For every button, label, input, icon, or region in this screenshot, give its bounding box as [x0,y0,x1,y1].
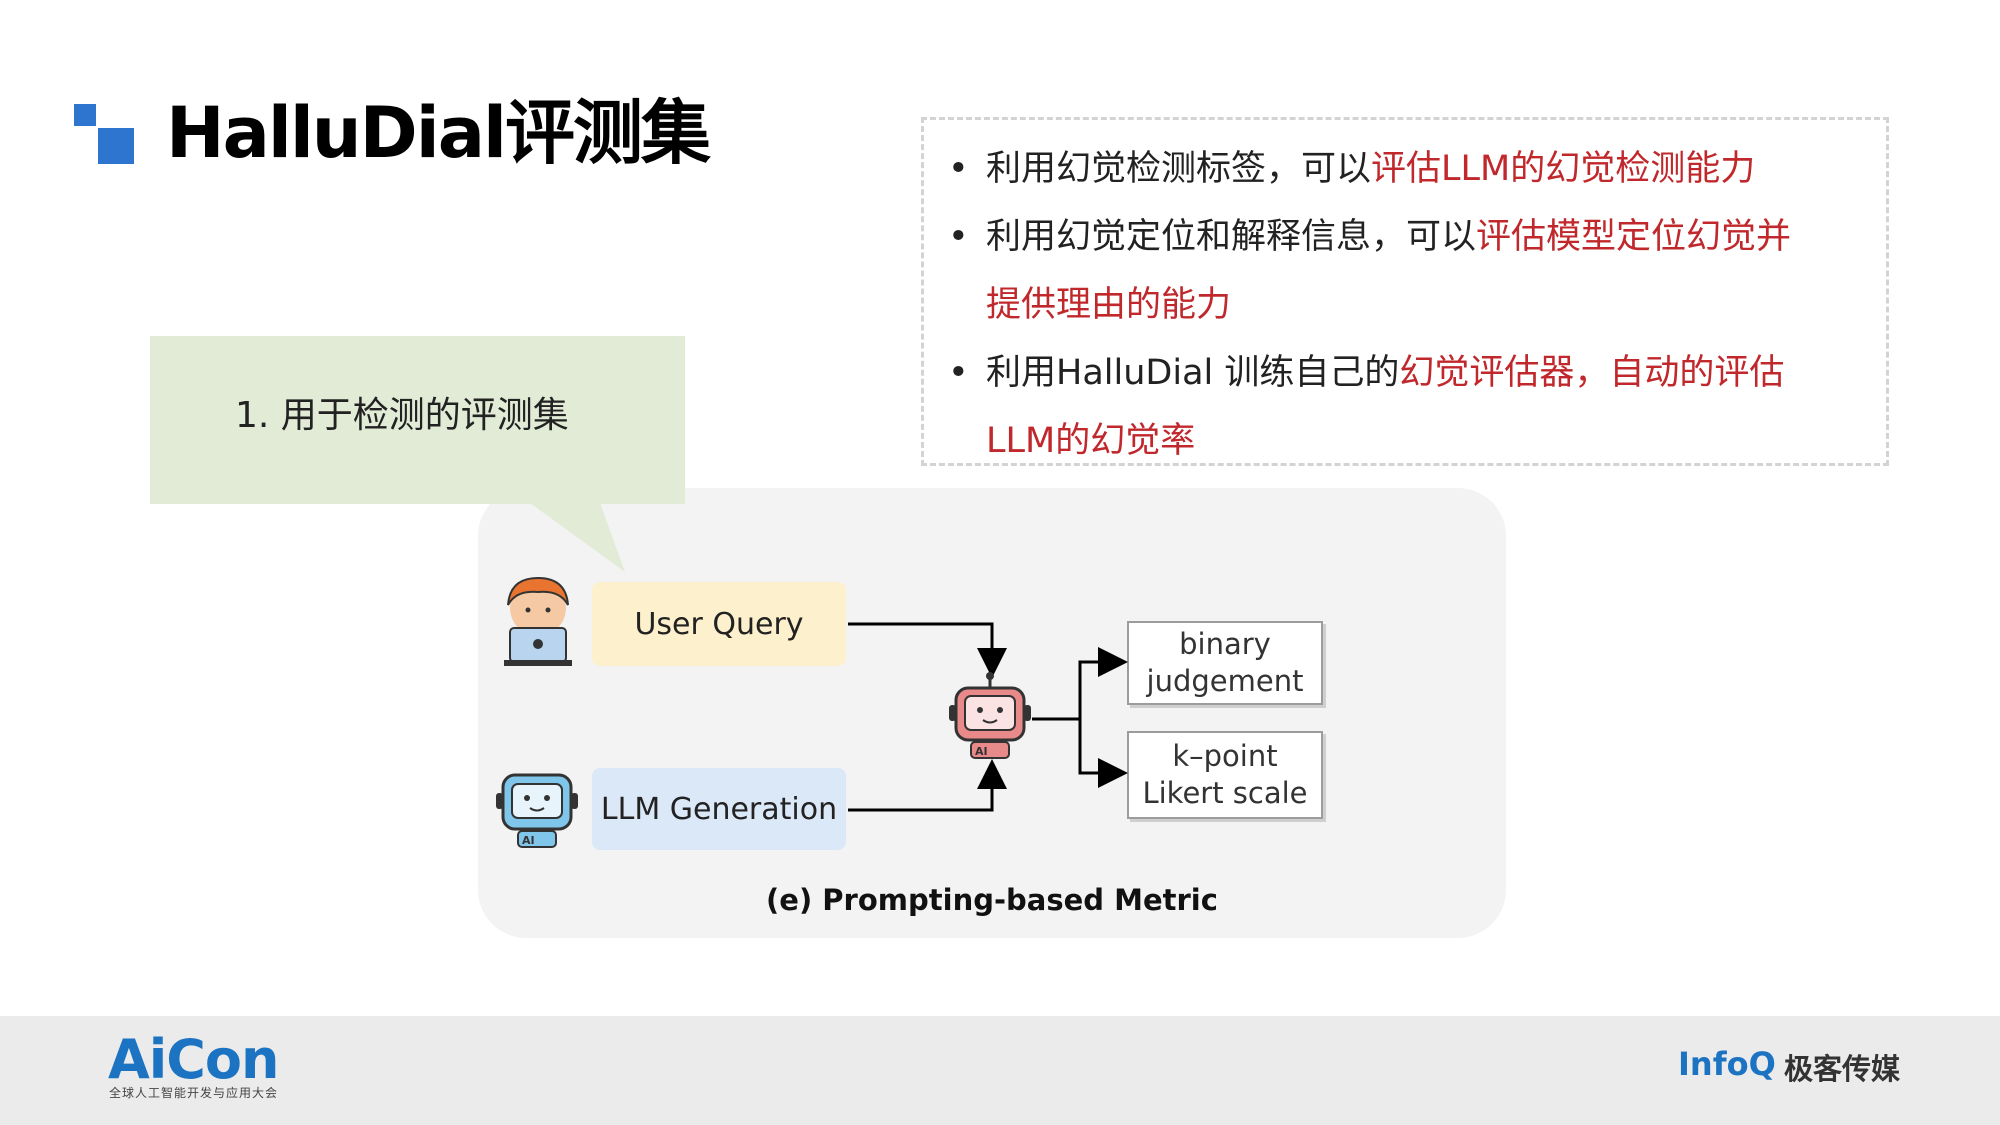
binary-judgement-line1: binary [1179,627,1271,661]
bullet-marker: • [948,353,969,393]
bullet-3: 利用HalluDial 训练自己的幻觉评估器，自动的评估 [986,339,1784,407]
bullet-box: • 利用幻觉检测标签，可以评估LLM的幻觉检测能力 • 利用幻觉定位和解释信息，… [921,117,1889,466]
likert-scale-box: k–point Likert scale [1127,731,1323,819]
bullet-2-highlight: 评估模型定位幻觉并 [1476,217,1792,257]
user-query-box: User Query [592,582,846,666]
title-mark-icon [74,104,134,164]
bullet-1: 利用幻觉检测标签，可以评估LLM的幻觉检测能力 [986,135,1755,203]
binary-judgement-box: binary judgement [1127,621,1323,705]
callout-text: 1. 用于检测的评测集 [235,395,569,436]
callout-box [150,336,685,504]
page-title: HalluDial评测集 [166,92,711,174]
judge-robot-icon: AI [949,672,1031,759]
arrow-to-binary [1078,647,1128,719]
aicon-logo: AiCon [108,1028,279,1091]
bullet-1-text: 利用幻觉检测标签，可以 [986,149,1372,189]
bullet-2-continuation: 提供理由的能力 [986,285,1232,325]
likert-scale-line1: k–point [1172,739,1278,773]
robot-label: AI [522,834,535,847]
bullet-marker: • [948,149,969,189]
arrow-llm-to-judge [848,759,1007,812]
bullet-3-continuation: LLM的幻觉率 [986,421,1196,461]
figure-caption: (e) Prompting-based Metric [766,883,1218,917]
llm-generation-box: LLM Generation [592,768,846,850]
binary-judgement-line2: judgement [1146,664,1304,698]
llm-robot-icon: AI [496,773,578,848]
likert-scale-line2: Likert scale [1142,776,1308,810]
bullet-1-highlight: 评估LLM的幻觉检测能力 [1371,149,1756,189]
bullet-3-text: 利用HalluDial 训练自己的 [986,353,1400,393]
footer-bar [0,1016,2000,1125]
bullet-2: 利用幻觉定位和解释信息，可以评估模型定位幻觉并 [986,203,1791,271]
bullet-3-highlight: 幻觉评估器，自动的评估 [1399,353,1785,393]
bullet-marker: • [948,217,969,257]
bullet-2-text: 利用幻觉定位和解释信息，可以 [986,217,1477,257]
jike-logo: 极客传媒 [1784,1052,1901,1086]
user-icon [504,576,572,666]
arrow-user-to-judge [848,622,1007,678]
aicon-subtitle: 全球人工智能开发与应用大会 [109,1086,279,1100]
arrow-to-likert [1078,719,1128,788]
infoq-logo: InfoQ [1678,1045,1776,1083]
robot-label: AI [975,745,988,758]
